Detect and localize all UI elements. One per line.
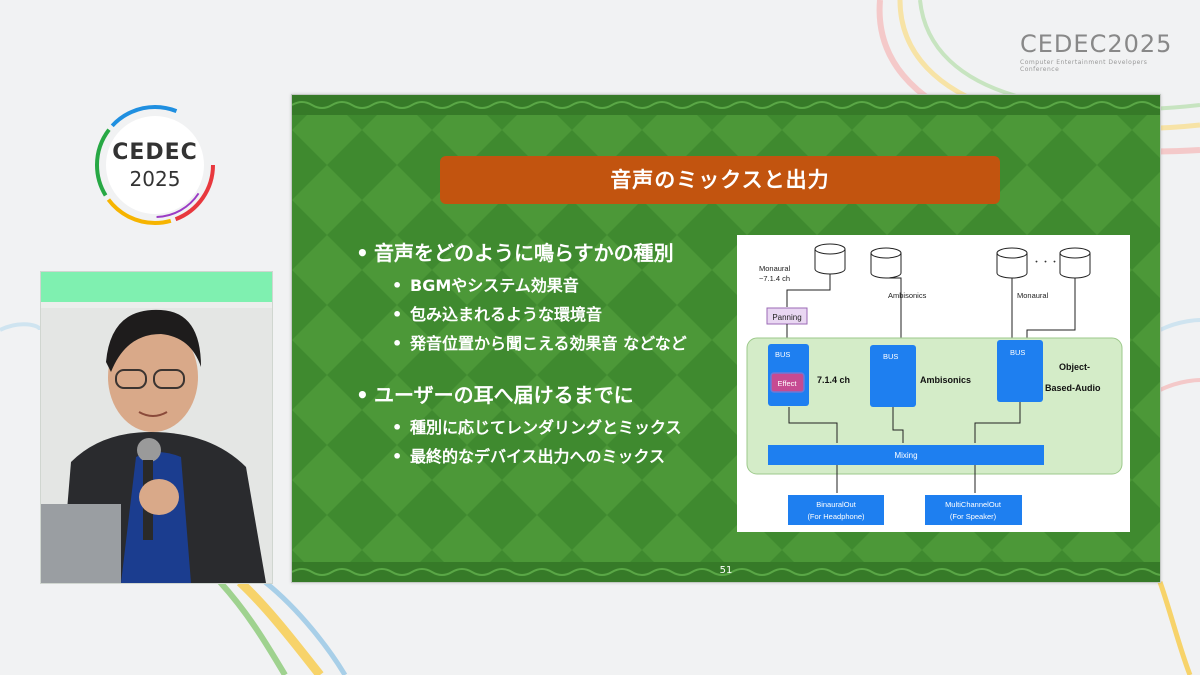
effect-label: Effect xyxy=(777,379,797,388)
effect-box xyxy=(770,372,805,393)
bus-object-name-1: Object- xyxy=(1059,362,1090,372)
slide-title: 音声のミックスと出力 xyxy=(440,156,1000,204)
bullet-1: •音声をどのように鳴らすかの種別 xyxy=(356,241,674,265)
multichannel-out-label-1: MultiChannelOut xyxy=(945,500,1002,509)
mixing-label: Mixing xyxy=(894,451,917,460)
bullet-2-sub-2: •最終的なデバイス出力へのミックス xyxy=(392,447,666,466)
bus-ambisonics-name: Ambisonics xyxy=(920,375,971,385)
cedec-logo-text: CEDEC xyxy=(112,140,198,165)
bus-714-label: BUS xyxy=(775,350,790,359)
audio-mix-diagram: ・・・ Monaural~7.1.4 ch Ambisonics Monaura… xyxy=(737,235,1130,532)
bus-object-label: BUS xyxy=(1010,348,1025,357)
bus-object-block xyxy=(997,340,1043,402)
header-logo-name: CEDEC xyxy=(1020,30,1108,58)
source-cylinder-icon xyxy=(870,247,902,279)
presentation-slide: 音声のミックスと出力 •音声をどのように鳴らすかの種別 •BGMやシステム効果音… xyxy=(291,94,1161,583)
bullet-2: •ユーザーの耳へ届けるまでに xyxy=(356,383,634,407)
header-logo-subtitle: Computer Entertainment Developers Confer… xyxy=(1020,59,1148,73)
binaural-out-label-1: BinauralOut xyxy=(816,500,857,509)
bullet-1-sub-1: •BGMやシステム効果音 xyxy=(392,276,579,295)
source-cylinder-icon xyxy=(996,247,1028,279)
bullet-1-sub-3: •発音位置から聞こえる効果音 などなど xyxy=(392,334,687,353)
cedec-logo-ring: CEDEC 2025 xyxy=(90,100,220,230)
panning-label: Panning xyxy=(772,313,801,322)
source-label-ambisonics: Ambisonics xyxy=(888,291,927,300)
multichannel-out-label-2: (For Speaker) xyxy=(950,512,997,521)
binaural-out-box xyxy=(788,495,884,525)
cedec-logo-year: 2025 xyxy=(129,167,181,191)
header-logo-year: 2025 xyxy=(1107,30,1173,58)
binaural-out-label-2: (For Headphone) xyxy=(807,512,865,521)
cedec-header-logo: CEDEC2025 Computer Entertainment Develop… xyxy=(1020,30,1173,73)
bus-object-name-2: Based-Audio xyxy=(1045,383,1101,393)
bus-714-name: 7.1.4 ch xyxy=(817,375,850,385)
source-ellipsis: ・・・ xyxy=(1032,257,1059,267)
source-cylinder-icon xyxy=(1059,247,1091,279)
bus-ambisonics-label: BUS xyxy=(883,352,898,361)
bullet-2-sub-1: •種別に応じてレンダリングとミックス xyxy=(392,418,682,437)
source-cylinder-icon xyxy=(814,243,846,275)
multichannel-out-box xyxy=(925,495,1022,525)
slide-page-number: 51 xyxy=(719,565,733,576)
bullet-1-sub-2: •包み込まれるような環境音 xyxy=(392,305,603,324)
source-label-monaural-714: Monaural~7.1.4 ch xyxy=(759,264,791,283)
slide-bullets: •音声をどのように鳴らすかの種別 •BGMやシステム効果音 •包み込まれるような… xyxy=(356,237,687,472)
speaker-camera-feed xyxy=(40,271,273,584)
source-label-monaural: Monaural xyxy=(1017,291,1049,300)
bus-ambisonics-block xyxy=(870,345,916,407)
mixing-bar xyxy=(768,445,1044,465)
